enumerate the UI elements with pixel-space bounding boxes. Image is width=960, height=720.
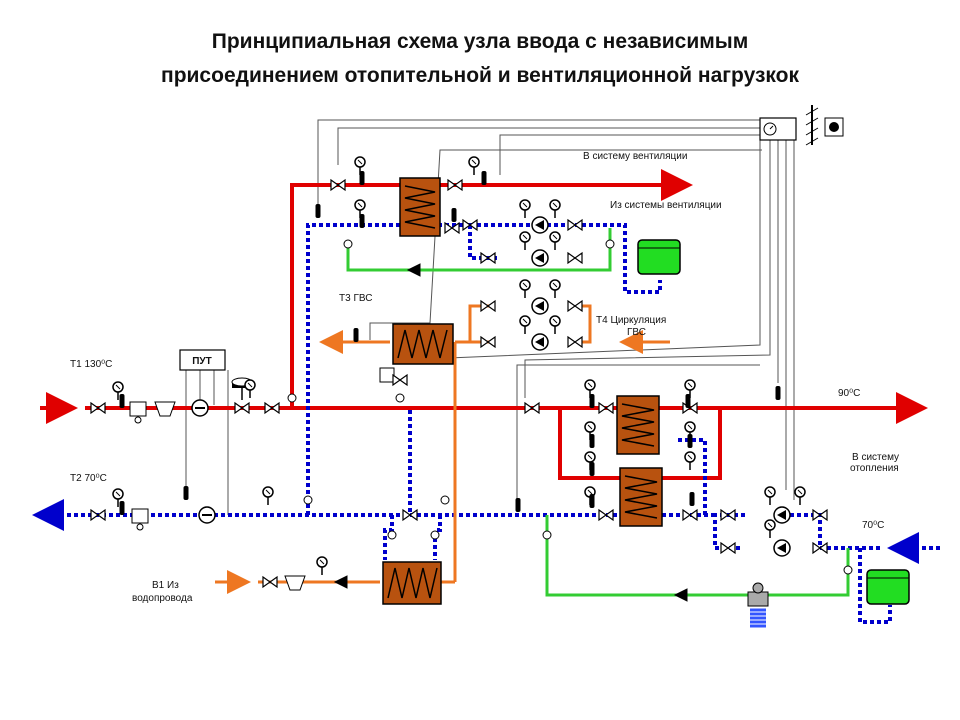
heat-exchanger-dhw-stage1	[382, 561, 442, 605]
label-supply-temp: 90⁰С	[838, 388, 860, 399]
label-t3: Т3 ГВС	[339, 293, 372, 304]
dhw-tank-small	[379, 367, 395, 383]
check-valves	[333, 263, 688, 602]
expansion-tank-heating	[866, 569, 910, 605]
control-lines	[185, 119, 795, 515]
mud-filter-return	[131, 508, 149, 531]
heat-exchanger-ventilation	[399, 177, 441, 237]
label-heating-line2: отопления	[850, 463, 899, 474]
diagram-title-line-2: присоединением отопительной и вентиляцио…	[161, 64, 799, 87]
label-t2: Т2 70⁰С	[70, 473, 107, 484]
pressure-regulator	[747, 582, 769, 628]
expansion-tank-ventilation	[637, 239, 681, 275]
put-label: ПУТ	[192, 356, 212, 367]
makeup-pipes	[346, 228, 850, 597]
pumps-dhw-circulation	[531, 297, 549, 351]
regulator-valve	[231, 377, 253, 414]
pumps-ventilation	[531, 216, 549, 267]
label-b1-line2: водопровода	[132, 593, 193, 604]
label-t1: Т1 130⁰С	[70, 359, 112, 370]
mud-filter-inlet	[129, 401, 176, 424]
supply-pipes	[40, 169, 928, 480]
water-filter	[284, 575, 306, 591]
label-vent-supply: В систему вентиляции	[583, 151, 687, 162]
controller-box	[759, 117, 797, 141]
pumps-heating	[773, 506, 791, 557]
diagram-title-line-1: Принципиальная схема узла ввода с незави…	[211, 30, 749, 53]
drain-valves	[287, 239, 853, 575]
label-t4-line2: ГВС	[627, 327, 646, 338]
return-pipes	[32, 223, 940, 624]
label-vent-return: Из системы вентиляции	[610, 200, 722, 211]
heat-meter-put: ПУТ	[179, 349, 226, 524]
heat-exchanger-heating-lower	[619, 467, 663, 527]
outdoor-sensor	[805, 105, 844, 146]
valves	[90, 179, 828, 588]
heat-exchanger-heating-upper	[616, 395, 660, 455]
label-b1-line1: В1 Из	[152, 580, 179, 591]
label-t4-line1: Т4 Циркуляция	[596, 315, 666, 326]
heat-exchanger-dhw-stage2	[392, 323, 454, 365]
label-heating-line1: В систему	[852, 452, 899, 463]
label-return-temp: 70⁰С	[862, 520, 884, 531]
